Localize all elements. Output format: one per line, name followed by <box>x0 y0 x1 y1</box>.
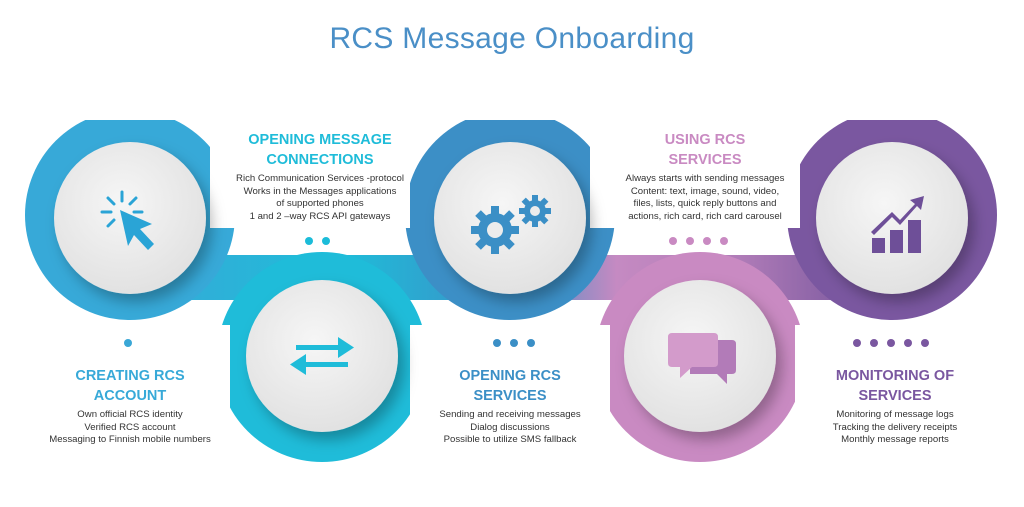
step-circle-5 <box>816 142 968 294</box>
step-description-3: Sending and receiving messages Dialog di… <box>439 409 581 445</box>
step-dot <box>887 339 895 347</box>
step-dots-3 <box>493 339 535 347</box>
step-description-5: Monitoring of message logs Tracking the … <box>832 409 958 445</box>
step-dots-5 <box>853 339 929 347</box>
step-dot <box>870 339 878 347</box>
step-circle-2 <box>246 280 398 432</box>
step-dot <box>305 237 313 245</box>
cursor-click-icon <box>100 190 154 250</box>
step-description-2: Rich Communication Services -protocol Wo… <box>236 173 404 222</box>
step-dots-2 <box>305 237 330 245</box>
step-dot <box>720 237 728 245</box>
step-dot <box>124 339 132 347</box>
gears-icon <box>471 195 551 254</box>
step-dots-1 <box>124 339 132 347</box>
growth-chart-icon <box>871 196 924 253</box>
step-dot <box>853 339 861 347</box>
step-dot <box>669 237 677 245</box>
step-description-4: Always starts with sending messages Cont… <box>625 173 785 222</box>
exchange-arrows-icon <box>290 337 354 375</box>
step-dot <box>527 339 535 347</box>
step-dot <box>493 339 501 347</box>
step-dot <box>510 339 518 347</box>
step-dot <box>322 237 330 245</box>
page-title: RCS Message Onboarding <box>329 22 695 55</box>
step-description-1: Own official RCS identity Verified RCS a… <box>49 409 211 445</box>
step-dot <box>904 339 912 347</box>
step-dot <box>703 237 711 245</box>
chat-bubbles-icon <box>668 333 736 384</box>
step-dot <box>686 237 694 245</box>
step-dots-4 <box>669 237 728 245</box>
step-dot <box>921 339 929 347</box>
